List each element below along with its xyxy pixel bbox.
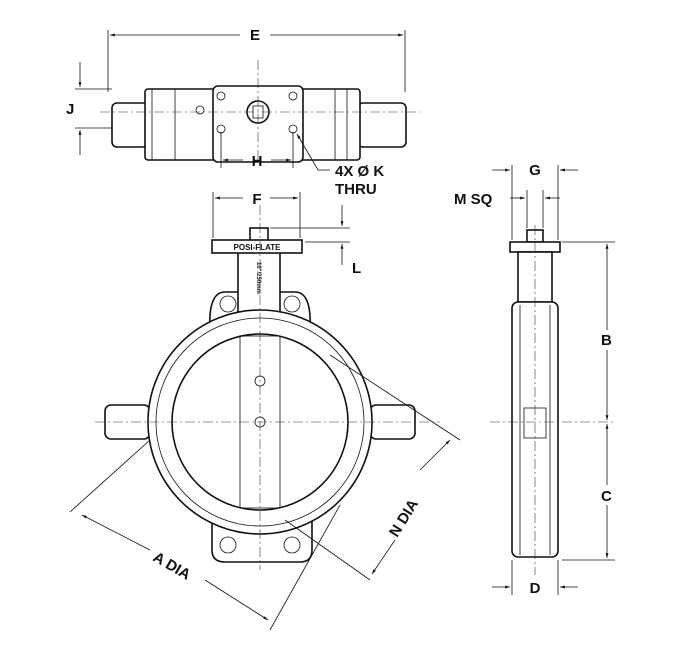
- label-l: L: [352, 260, 361, 277]
- dimension-d: D: [492, 560, 578, 597]
- dimension-b-c: B C: [562, 241, 615, 561]
- dimension-h: H: [220, 132, 294, 170]
- label-c: C: [601, 488, 612, 505]
- side-view: [490, 225, 615, 575]
- label-h: H: [252, 153, 263, 170]
- label-thru: THRU: [335, 181, 377, 198]
- stem-text: 10"/250mm: [255, 262, 261, 294]
- callout-k: 4X Ø K THRU: [296, 133, 384, 198]
- label-a-dia: A DIA: [150, 549, 194, 584]
- dimension-f: F: [212, 191, 301, 238]
- label-n-dia: N DIA: [386, 496, 422, 540]
- plate-text: POSI-FLATE: [234, 243, 282, 252]
- label-e: E: [250, 27, 260, 44]
- label-m-sq: M SQ: [454, 191, 493, 208]
- label-j: J: [66, 101, 74, 118]
- dimension-g: G: [492, 162, 578, 240]
- dimension-j: J: [66, 62, 112, 155]
- dimension-e: E: [107, 27, 406, 92]
- front-view: POSI-FLATE 10"/250mm: [95, 205, 440, 570]
- top-view: [100, 60, 420, 163]
- label-k: 4X Ø K: [335, 163, 384, 180]
- dimension-l: L: [270, 205, 361, 277]
- label-d: D: [530, 580, 541, 597]
- label-g: G: [529, 162, 541, 179]
- dimension-m-sq: M SQ: [454, 190, 560, 228]
- label-f: F: [252, 191, 261, 208]
- label-b: B: [601, 332, 612, 349]
